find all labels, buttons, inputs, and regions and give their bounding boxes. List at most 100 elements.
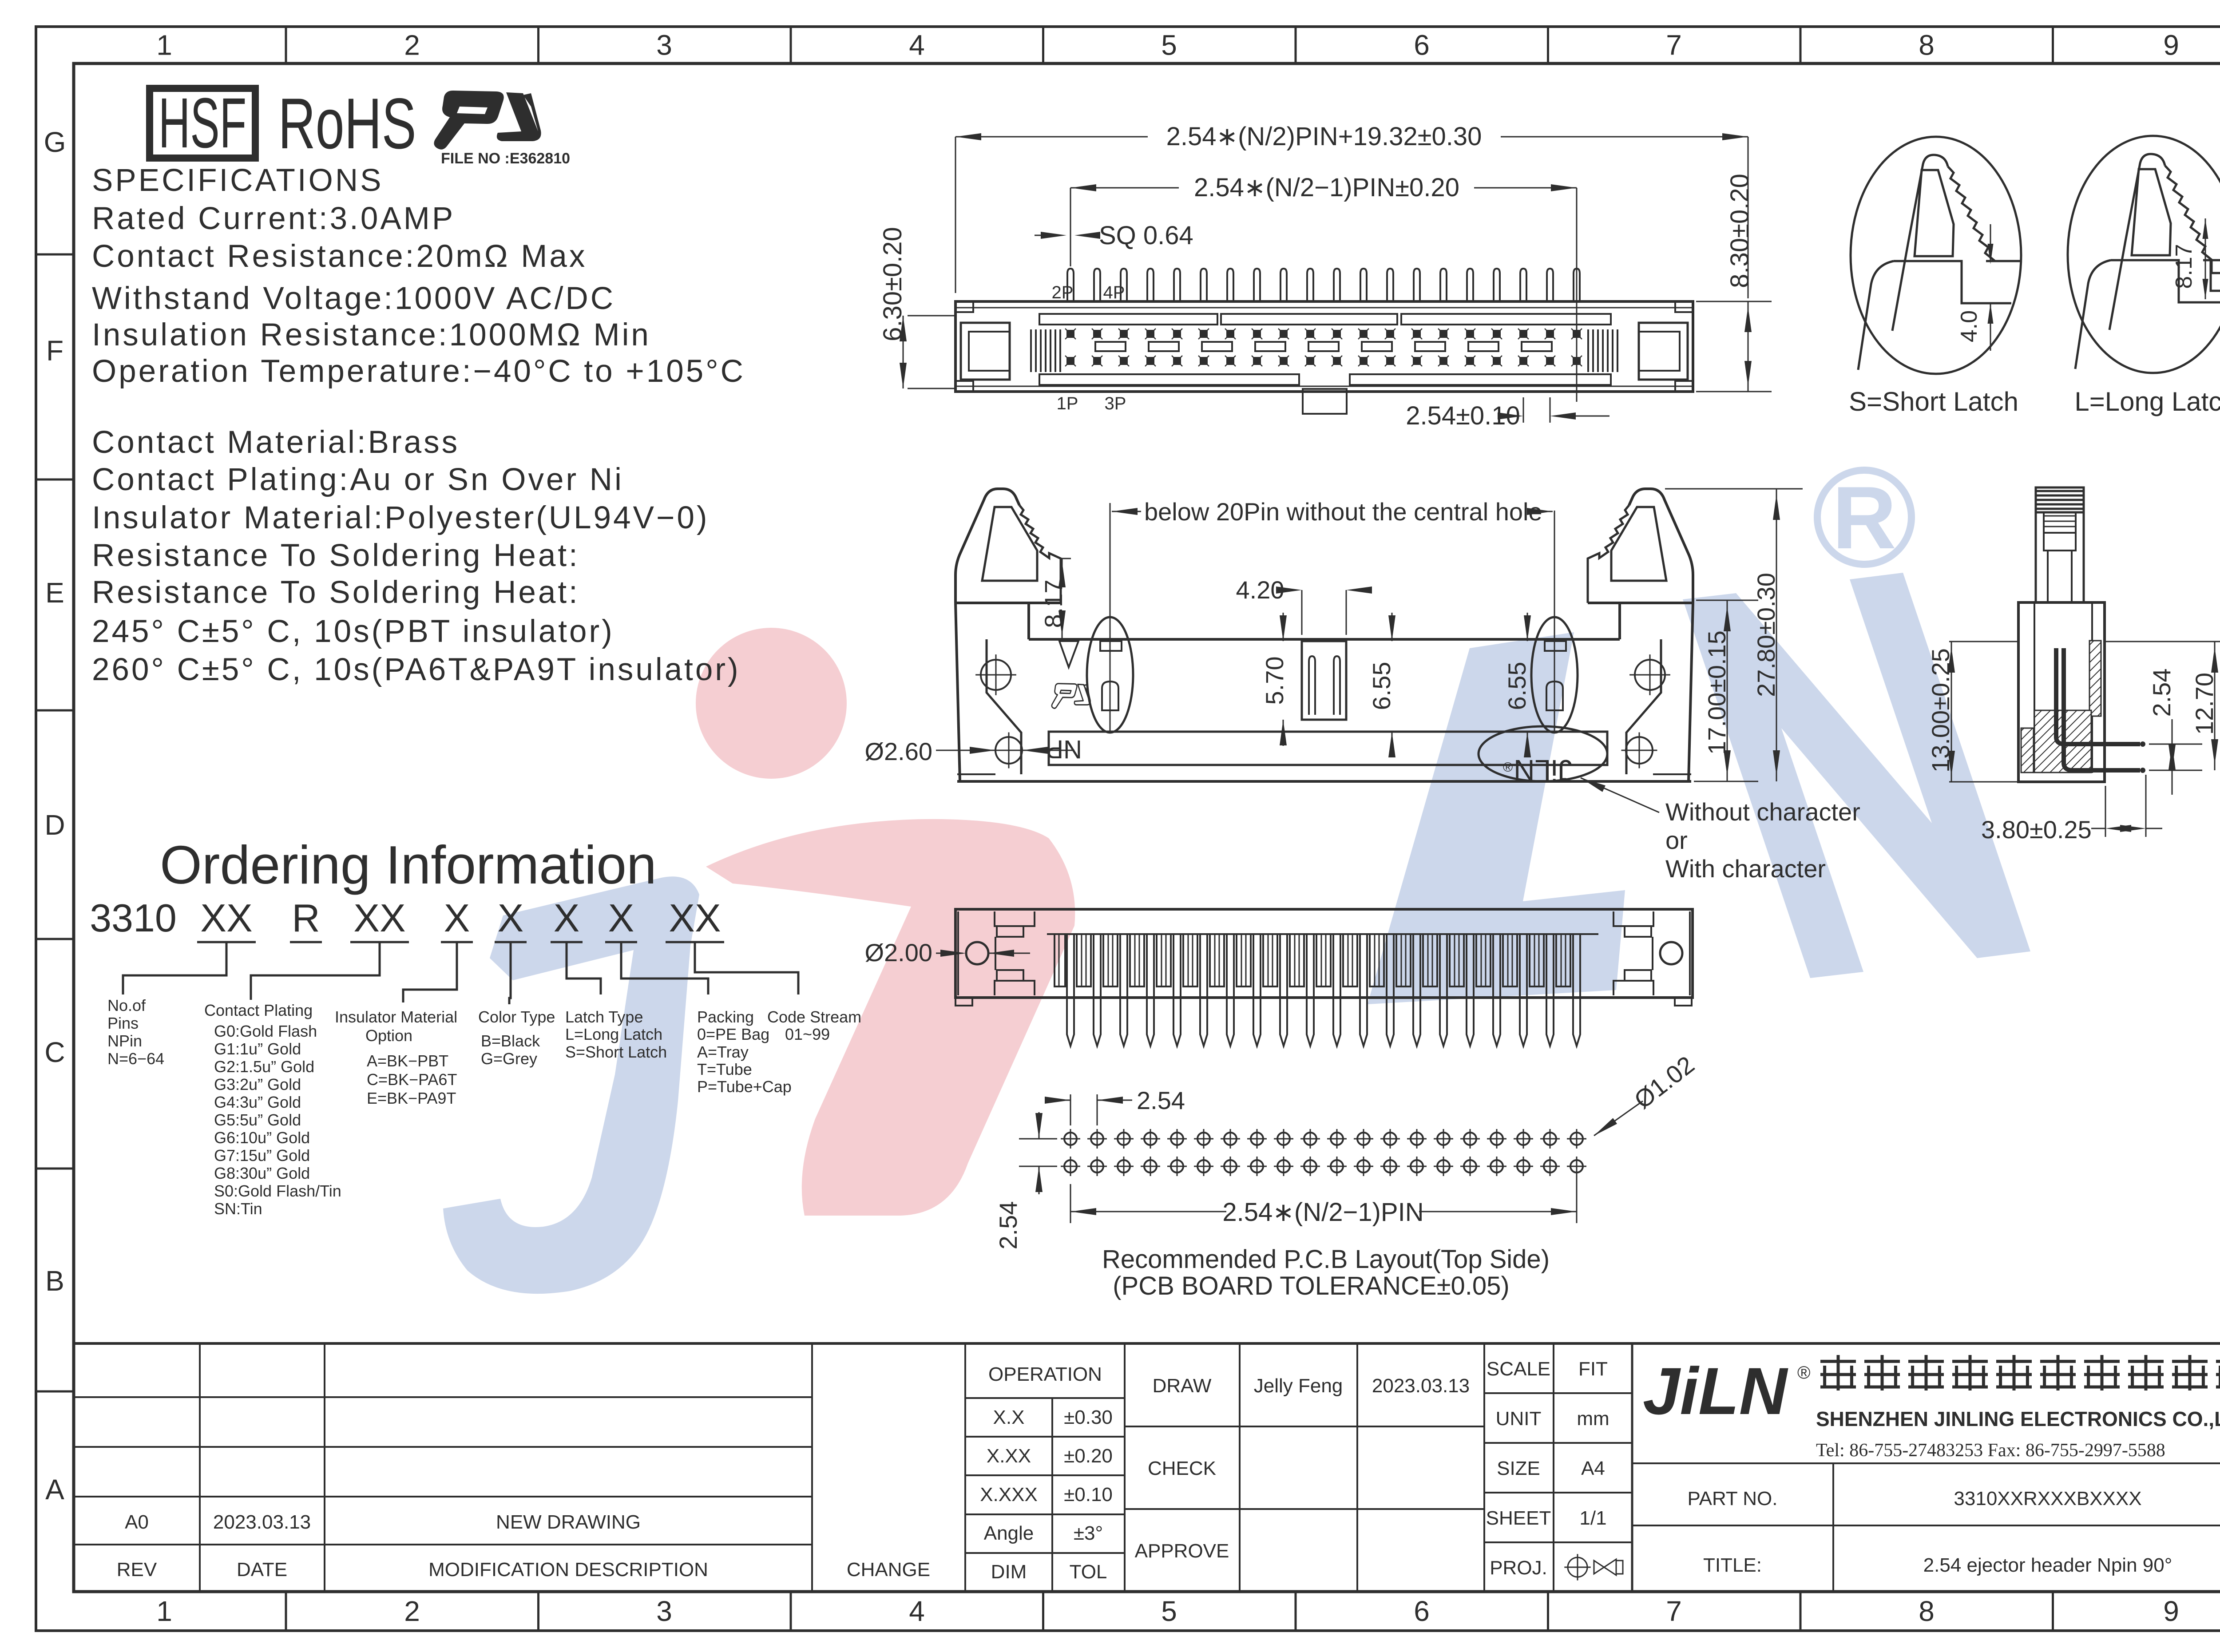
svg-text:9: 9 xyxy=(2163,29,2179,61)
svg-text:Insulator Material:Polyester(: Insulator Material:Polyester(UL94V−0) xyxy=(92,500,710,535)
svg-text:C=BK−PA6T: C=BK−PA6T xyxy=(367,1070,457,1089)
svg-text:DRAW: DRAW xyxy=(1153,1375,1212,1397)
svg-text:G: G xyxy=(44,126,66,158)
svg-text:245° C±5° C, 10s(PBT insulato: 245° C±5° C, 10s(PBT insulator) xyxy=(92,614,614,649)
svg-text:G5:5u” Gold: G5:5u” Gold xyxy=(214,1111,301,1129)
svg-text:1: 1 xyxy=(156,29,172,61)
svg-text:G2:1.5u” Gold: G2:1.5u” Gold xyxy=(214,1058,314,1076)
svg-text:7: 7 xyxy=(1666,29,1682,61)
svg-text:FIT: FIT xyxy=(1578,1358,1608,1380)
svg-text:A=BK−PBT: A=BK−PBT xyxy=(367,1052,448,1070)
svg-text:Contact Resistance:20mΩ Max: Contact Resistance:20mΩ Max xyxy=(92,239,587,274)
svg-text:2P: 2P xyxy=(1052,283,1074,302)
svg-text:5: 5 xyxy=(1161,1595,1177,1627)
svg-text:Angle: Angle xyxy=(984,1522,1034,1544)
svg-text:8: 8 xyxy=(1919,1595,1935,1627)
svg-text:±0.30: ±0.30 xyxy=(1064,1406,1113,1428)
svg-text:A=Tray: A=Tray xyxy=(697,1043,749,1061)
svg-text:D: D xyxy=(44,809,65,841)
svg-text:Ø2.00: Ø2.00 xyxy=(864,939,932,967)
svg-text:XX: XX xyxy=(353,896,405,940)
svg-text:G6:10u” Gold: G6:10u” Gold xyxy=(214,1129,310,1147)
svg-text:2023.03.13: 2023.03.13 xyxy=(1372,1375,1470,1397)
svg-text:E: E xyxy=(45,577,64,609)
svg-text:X: X xyxy=(608,896,634,940)
svg-text:DATE: DATE xyxy=(237,1559,287,1581)
svg-text:A4: A4 xyxy=(1581,1458,1605,1479)
svg-text:Ø1.02: Ø1.02 xyxy=(1629,1050,1700,1114)
svg-text:TOL: TOL xyxy=(1070,1561,1107,1583)
svg-text:RoHS: RoHS xyxy=(278,83,416,163)
svg-text:Ø2.60: Ø2.60 xyxy=(864,737,932,765)
svg-text:2.54∗(N/2−1)PIN: 2.54∗(N/2−1)PIN xyxy=(1222,1198,1423,1227)
svg-text:SIZE: SIZE xyxy=(1497,1458,1540,1479)
svg-text:G=Grey: G=Grey xyxy=(481,1050,537,1068)
svg-text:SHENZHEN JINLING ELECTRONICS C: SHENZHEN JINLING ELECTRONICS CO.,LTD xyxy=(1816,1407,2220,1430)
svg-text:G7:15u” Gold: G7:15u” Gold xyxy=(214,1146,310,1165)
svg-text:0=PE Bag: 0=PE Bag xyxy=(697,1025,769,1043)
svg-text:SQ 0.64: SQ 0.64 xyxy=(1099,221,1193,250)
svg-text:12.70: 12.70 xyxy=(2190,673,2218,735)
svg-text:9: 9 xyxy=(2163,1595,2179,1627)
svg-text:2.54: 2.54 xyxy=(2148,669,2176,717)
svg-text:8: 8 xyxy=(1919,29,1935,61)
svg-text:3.80±0.25: 3.80±0.25 xyxy=(1981,816,2092,844)
svg-text:G1:1u” Gold: G1:1u” Gold xyxy=(214,1040,301,1058)
svg-text:6: 6 xyxy=(1414,29,1430,61)
svg-text:260° C±5° C, 10s(PA6T&PA9T in: 260° C±5° C, 10s(PA6T&PA9T insulator) xyxy=(92,652,741,687)
svg-text:NP: NP xyxy=(1046,735,1082,764)
svg-text:1/1: 1/1 xyxy=(1579,1507,1606,1529)
svg-text:SHEET: SHEET xyxy=(1486,1507,1551,1529)
svg-text:®: ® xyxy=(1503,760,1513,775)
svg-text:TITLE:: TITLE: xyxy=(1703,1554,1762,1576)
svg-text:Recommended P.C.B Layout(Top: Recommended P.C.B Layout(Top Side) xyxy=(1102,1245,1550,1274)
svg-text:X: X xyxy=(554,896,580,940)
svg-text:below 20Pin without the ce: below 20Pin without the central hole xyxy=(1144,498,1542,526)
svg-text:Resistance To Soldering Hea: Resistance To Soldering Heat: xyxy=(92,575,580,610)
svg-text:Resistance To Soldering Hea: Resistance To Soldering Heat: xyxy=(92,538,580,573)
svg-text:8.17: 8.17 xyxy=(2171,244,2197,289)
svg-text:F: F xyxy=(46,335,63,367)
svg-text:mm: mm xyxy=(1577,1408,1609,1430)
svg-text:G8:30u” Gold: G8:30u” Gold xyxy=(214,1164,310,1182)
svg-text:REV: REV xyxy=(117,1559,157,1581)
svg-text:S0:Gold Flash/Tin: S0:Gold Flash/Tin xyxy=(214,1182,341,1200)
svg-text:Latch Type: Latch Type xyxy=(565,1008,643,1026)
svg-text:S=Short Latch: S=Short Latch xyxy=(565,1043,667,1061)
svg-text:±3°: ±3° xyxy=(1074,1522,1103,1544)
svg-text:Jelly Feng: Jelly Feng xyxy=(1254,1375,1343,1397)
svg-text:6.55: 6.55 xyxy=(1368,662,1395,710)
svg-text:2023.03.13: 2023.03.13 xyxy=(213,1511,311,1533)
svg-text:8.30±0.20: 8.30±0.20 xyxy=(1725,174,1754,288)
svg-text:4: 4 xyxy=(909,29,925,61)
svg-text:27.80±0.30: 27.80±0.30 xyxy=(1752,573,1780,697)
svg-text:6.55: 6.55 xyxy=(1503,662,1531,710)
svg-text:5.70: 5.70 xyxy=(1261,657,1288,705)
svg-text:2.54: 2.54 xyxy=(994,1201,1022,1250)
svg-text:X: X xyxy=(498,896,524,940)
svg-text:2.54: 2.54 xyxy=(1137,1086,1185,1114)
svg-text:±0.20: ±0.20 xyxy=(1064,1445,1113,1467)
svg-text:P=Tube+Cap: P=Tube+Cap xyxy=(697,1078,792,1096)
svg-text:PART NO.: PART NO. xyxy=(1688,1488,1778,1509)
svg-text:UNIT: UNIT xyxy=(1496,1408,1542,1430)
svg-text:X.XX: X.XX xyxy=(987,1445,1031,1467)
svg-text:Pins: Pins xyxy=(107,1014,139,1032)
svg-text:3P: 3P xyxy=(1105,394,1126,413)
svg-text:3310XXRXXXBXXXX: 3310XXRXXXBXXXX xyxy=(1954,1488,2141,1509)
svg-text:JiLN: JiLN xyxy=(1643,1354,1788,1428)
svg-text:Packing: Packing xyxy=(697,1008,754,1026)
svg-text:E=BK−PA9T: E=BK−PA9T xyxy=(367,1089,456,1107)
svg-text:R: R xyxy=(1832,468,1896,567)
svg-text:T=Tube: T=Tube xyxy=(697,1060,752,1078)
svg-text:17.00±0.15: 17.00±0.15 xyxy=(1703,630,1731,755)
svg-text:3310: 3310 xyxy=(90,896,177,940)
svg-text:5: 5 xyxy=(1161,29,1177,61)
svg-text:CHANGE: CHANGE xyxy=(847,1559,930,1581)
svg-text:or: or xyxy=(1665,826,1688,854)
svg-text:3: 3 xyxy=(656,29,672,61)
svg-text:Insulation Resistance:1000MΩ: Insulation Resistance:1000MΩ Min xyxy=(92,317,651,353)
svg-text:4.0: 4.0 xyxy=(1956,310,1982,342)
svg-text:L=Long Latch: L=Long Latch xyxy=(2074,387,2220,416)
svg-text:FILE NO :E362810: FILE NO :E362810 xyxy=(441,150,570,167)
